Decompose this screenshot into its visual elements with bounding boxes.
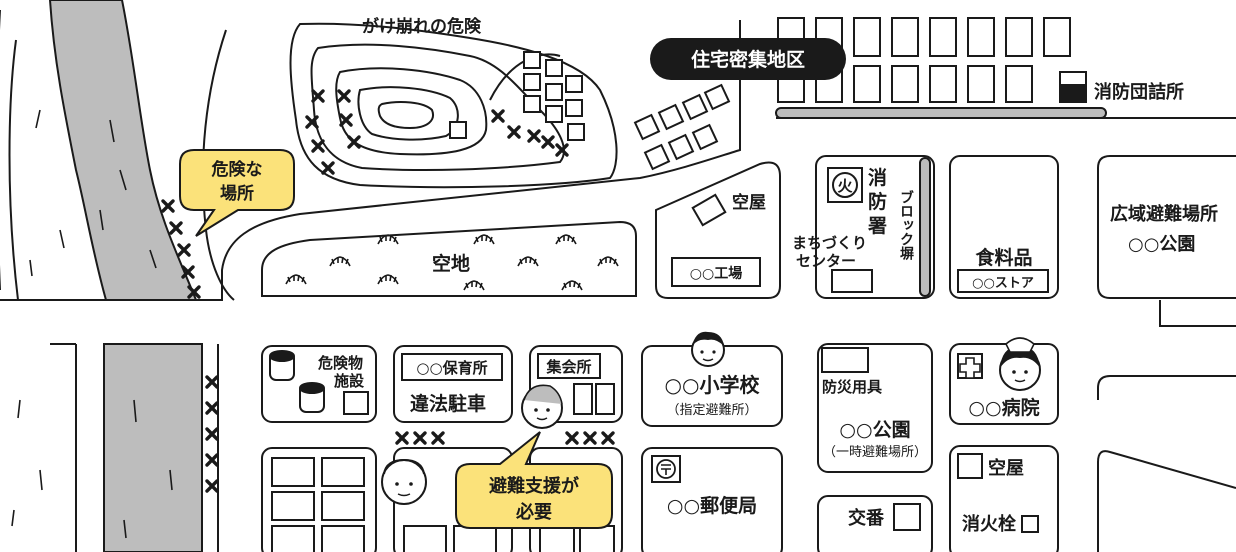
nursery-block: ○○保育所 違法駐車 [393,345,513,423]
machizukuri-2: センター [796,252,856,270]
diagonal-houses [633,83,731,171]
fire-dept-3: 署 [868,215,887,237]
store-label: ○○ストア [972,276,1034,291]
wide-evac-block: 広域避難場所 ○○公園 [1097,155,1236,299]
assembly-block: 集会所 [529,345,623,423]
block-wall-label: ブロック塀 [898,189,914,261]
machizukuri-1: まちづくり [792,234,867,252]
hydrant-label: 消火栓 [962,513,1016,535]
koban-label: 交番 [848,507,885,529]
hydrant-block: 空屋 消火栓 [949,445,1059,552]
hospital-label: ○○病院 [968,396,1039,419]
support-line1: 避難支援が [489,475,579,497]
support-callout: 避難支援が 必要 [455,431,613,529]
factory-label: ○○工場 [690,265,742,282]
river-lower [11,343,219,552]
right-road [1097,375,1236,552]
factory-block: 空屋 ○○工場 [655,161,781,299]
wide-park-label: ○○公園 [1128,234,1195,255]
hazard-1: 危険物 [318,354,363,372]
fire-dept-2: 防 [868,190,887,213]
fire-station-small [1059,71,1087,103]
nurse-icon [999,337,1041,391]
hill-houses [523,51,585,141]
elderly-man-icon [381,458,427,505]
post-office-block: ○○郵便局 [641,447,783,552]
cliff-label: がけ崩れの危険 [362,16,482,37]
vacant-house-top: 空屋 [732,192,766,213]
hill-house [449,121,467,139]
vacant-lot-label: 空地 [432,252,470,275]
nursery-label: ○○保育所 [416,359,487,377]
river-upper [0,0,235,301]
wide-evac-label: 広域避難場所 [1110,203,1218,225]
illegal-parking-label: 違法駐車 [410,392,486,415]
fire-dept-1: 消 [868,166,887,189]
park2-sub: （一時避難場所） [823,445,927,460]
teacher-icon [691,331,725,367]
school-label: ○○小学校 [665,373,761,397]
fire-station-small-label: 消防団詰所 [1094,81,1184,103]
hazard-facility-block: 危険物 施設 [261,345,377,423]
vacant-house-bottom: 空屋 [988,457,1024,479]
vacant-lot: 空地 [261,220,637,297]
elderly-woman-icon [521,384,563,429]
block-wall-top [775,107,1107,119]
block-wall [919,157,931,297]
koban-block: 交番 [817,495,933,552]
post-office-label: ○○郵便局 [667,495,757,517]
danger-callout-line1: 危険な [211,159,263,180]
school-block: ○○小学校 （指定避難所） [641,345,783,427]
park2-block: 防災用具 ○○公園 （一時避難場所） [817,343,933,473]
support-line2: 必要 [515,501,552,523]
park2-label: ○○公園 [839,419,910,441]
disaster-goods-label: 防災用具 [822,378,882,396]
fire-icon: 火 [837,177,853,195]
danger-callout: 危険な 場所 [179,149,295,237]
assembly-label: 集会所 [545,358,591,376]
food-label: 食料品 [975,246,1032,269]
residential-label: 住宅密集地区 [691,48,805,71]
cliff-hill [289,22,618,189]
residential-badge: 住宅密集地区 [650,38,846,80]
food-store-block: 食料品 ○○ストア [949,155,1059,299]
hazard-2: 施設 [334,372,365,390]
school-sub: （指定避難所） [666,403,757,418]
danger-callout-line2: 場所 [220,184,254,204]
fire-dept-block: 火 消 防 署 ブロック塀 まちづくり センター [792,155,935,299]
